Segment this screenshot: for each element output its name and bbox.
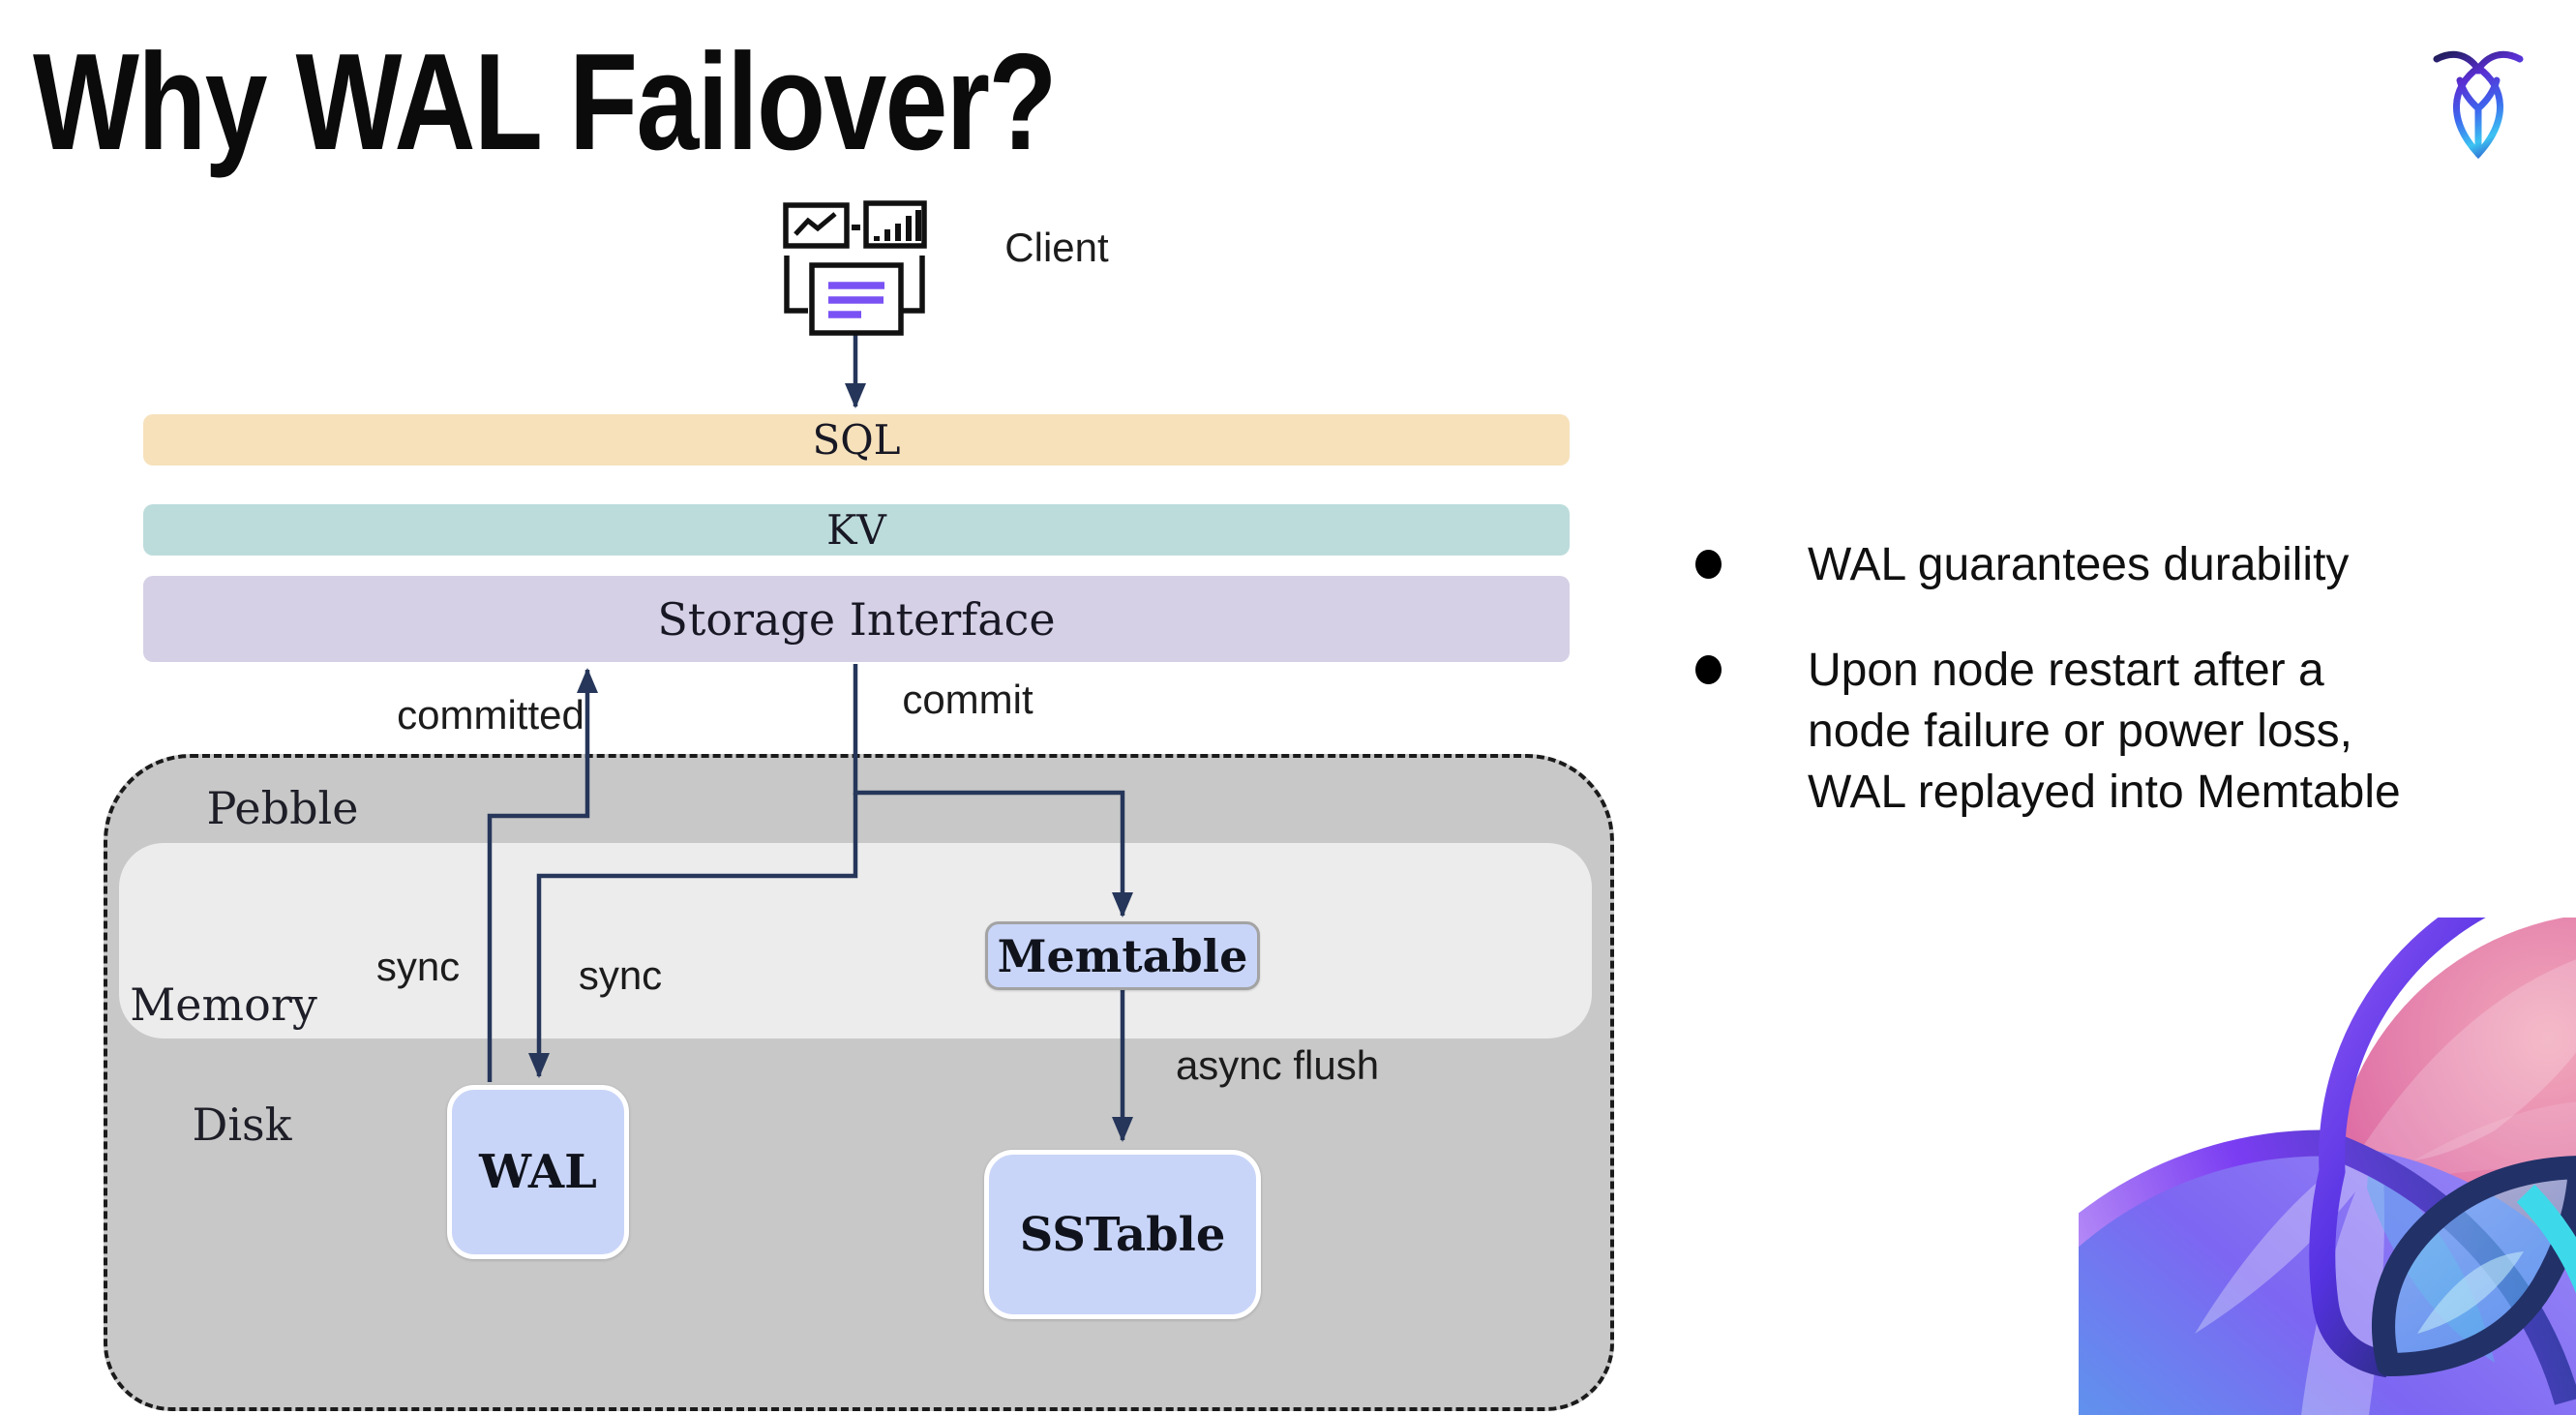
bullet-item: Upon node restart after a node failure o… <box>1688 640 2539 823</box>
bullet-text-line: node failure or power loss, <box>1808 706 2352 757</box>
sstable-label: SSTable <box>1019 1207 1226 1262</box>
edge-label-committed: committed <box>397 692 584 738</box>
layer-bar-kv-label: KV <box>826 506 886 554</box>
memory-band <box>119 843 1592 1039</box>
memory-label: Memory <box>130 978 317 1031</box>
gradient-sphere-decoration <box>2079 918 2576 1415</box>
bullet-list: WAL guarantees durability Upon node rest… <box>1688 534 2539 867</box>
edge-label-commit: commit <box>902 677 1033 722</box>
cockroachdb-logo-icon <box>2429 45 2528 161</box>
bullet-dot-icon <box>1695 655 1722 684</box>
layer-bar-storage-interface: Storage Interface <box>143 576 1570 662</box>
memtable-box: Memtable <box>985 921 1260 990</box>
wal-label: WAL <box>479 1145 597 1199</box>
bullet-dot-icon <box>1695 550 1722 579</box>
client-workload-icon <box>782 199 927 337</box>
edge-label-sync-upper: sync <box>375 944 461 989</box>
disk-label: Disk <box>192 1099 292 1151</box>
edge-label-sync-lower: sync <box>578 952 663 998</box>
layer-bar-sql-label: SQL <box>812 416 901 464</box>
slide-title: Why WAL Failover? <box>33 25 1058 179</box>
sstable-box: SSTable <box>984 1150 1261 1319</box>
memtable-label: Memtable <box>997 929 1248 982</box>
pebble-label: Pebble <box>206 782 359 834</box>
layer-bar-sql: SQL <box>143 414 1570 466</box>
layer-bar-storage-interface-label: Storage Interface <box>657 592 1056 646</box>
client-label: Client <box>1004 225 1109 270</box>
bullet-text: WAL guarantees durability <box>1808 539 2350 590</box>
wal-box: WAL <box>447 1085 629 1259</box>
bullet-text-line: WAL replayed into Memtable <box>1808 767 2401 818</box>
bullet-item: WAL guarantees durability <box>1688 534 2539 595</box>
bullet-text-line: Upon node restart after a <box>1808 645 2324 696</box>
edge-label-async-flush: async flush <box>1175 1042 1380 1088</box>
layer-bar-kv: KV <box>143 504 1570 556</box>
